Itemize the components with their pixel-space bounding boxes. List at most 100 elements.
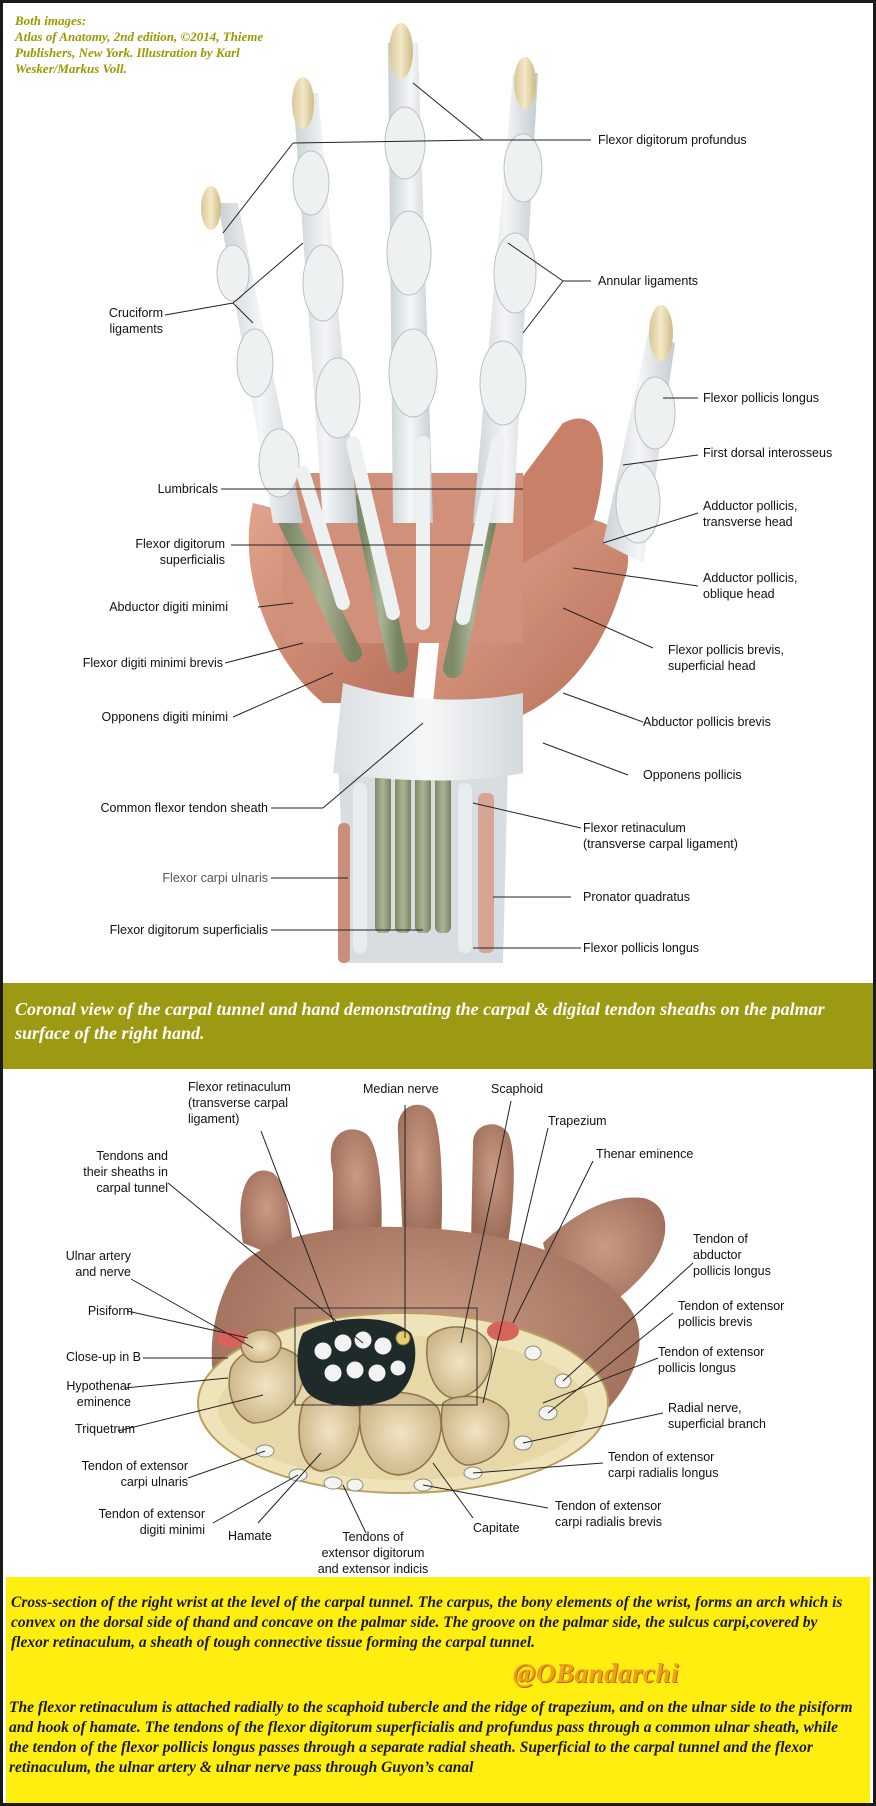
label-thenar-eminence: Thenar eminence [596, 1147, 694, 1161]
label-tendon-ext-carpi-radialis-longus: Tendon of extensor carpi radialis longus [608, 1449, 718, 1481]
label-line: superficialis [159, 553, 225, 567]
caption-band [3, 983, 873, 1069]
label-scaphoid: Scaphoid [491, 1082, 544, 1096]
label-line: Hypothenar [66, 1379, 131, 1393]
label-flexor-carpi-ulnaris: Flexor carpi ulnaris [162, 871, 268, 885]
median-nerve-dot [395, 1330, 411, 1346]
label-line: ligaments [109, 322, 164, 336]
label-trapezium: Trapezium [548, 1114, 607, 1128]
credit-line: Both images: [15, 13, 87, 28]
label-tendon-ext-pollicis-longus: Tendon of extensor pollicis longus [658, 1344, 764, 1376]
label-line: abductor [693, 1248, 742, 1262]
label-opponens-digiti-minimi: Opponens digiti minimi [101, 710, 228, 724]
leader-lines-bottom [117, 1100, 694, 1534]
label-line: digiti minimi [139, 1523, 205, 1537]
label-line: their sheaths in [83, 1165, 168, 1179]
label-line: (transverse carpal ligament) [583, 837, 738, 851]
label-line: carpal tunnel [96, 1181, 168, 1195]
label-pisiform: Pisiform [87, 1304, 133, 1318]
label-line: carpi ulnaris [120, 1475, 188, 1489]
label-line: Tendons of [342, 1530, 404, 1544]
label-line: ligament) [188, 1112, 240, 1126]
label-tendon-ext-digiti-minimi: Tendon of extensor digiti minimi [43, 1506, 205, 1538]
carpal-bones [228, 1326, 510, 1476]
watermark: @OBandarchi [513, 1658, 679, 1688]
label-annular-ligaments: Annular ligaments [598, 274, 699, 288]
wrist-section-outline [197, 1312, 609, 1494]
label-ulnar-artery-nerve: Ulnar artery and nerve [33, 1248, 131, 1280]
credit-line: Publishers, New York. Illustration by Ka… [15, 45, 240, 60]
label-hamate: Hamate [228, 1529, 272, 1543]
label-common-flexor-tendon-sheath: Common flexor tendon sheath [100, 801, 268, 815]
label-line: transverse head [703, 515, 793, 529]
label-line: Flexor retinaculum [583, 821, 686, 835]
label-tendon-abductor-pollicis-longus: Tendon of abductor pollicis longus [693, 1231, 771, 1279]
label-flexor-pollicis-longus-bottom: Flexor pollicis longus [583, 941, 700, 955]
label-flexor-retinaculum-top: Flexor retinaculum (transverse carpal li… [583, 820, 738, 852]
carpal-tunnel [297, 1318, 416, 1407]
thenar-muscle-dot [487, 1321, 519, 1341]
label-abductor-digiti-minimi: Abductor digiti minimi [109, 600, 228, 614]
label-line: Flexor digitorum [135, 537, 225, 551]
label-line: Tendon of extensor [555, 1499, 662, 1513]
label-line: eminence [76, 1395, 131, 1409]
label-first-dorsal-interosseus: First dorsal interosseus [703, 446, 833, 460]
label-line: Radial nerve, [668, 1401, 742, 1415]
label-tendon-ext-carpi-radialis-brevis: Tendon of extensor carpi radialis brevis [555, 1498, 662, 1530]
label-abductor-pollicis-brevis: Abductor pollicis brevis [643, 715, 771, 729]
description-box [6, 1577, 870, 1803]
label-hypothenar-eminence: Hypothenar eminence [23, 1378, 131, 1410]
little-finger [201, 186, 303, 523]
label-line: and nerve [75, 1265, 131, 1279]
palmar-hand-illustration [164, 23, 699, 963]
description-paragraph-1: Cross-section of the right wrist at the … [11, 1594, 843, 1651]
label-line: Tendon of extensor [98, 1507, 205, 1521]
label-line: Tendon of extensor [658, 1345, 765, 1359]
label-line: carpi radialis longus [608, 1466, 719, 1480]
label-opponens-pollicis: Opponens pollicis [643, 768, 742, 782]
label-line: (transverse carpal [188, 1096, 289, 1110]
label-line: Tendon of extensor [81, 1459, 188, 1473]
label-tendon-ext-carpi-ulnaris: Tendon of extensor carpi ulnaris [23, 1458, 188, 1490]
forearm-tendons [338, 773, 494, 963]
label-median-nerve: Median nerve [363, 1082, 439, 1096]
label-line: extensor digitorum [321, 1546, 425, 1560]
label-line: pollicis longus [658, 1361, 736, 1375]
tunnel-tendons [313, 1330, 407, 1383]
label-line: Adductor pollicis, [703, 499, 798, 513]
credit-line: Atlas of Anatomy, 2nd edition, ©2014, Th… [15, 29, 264, 44]
wrist-section-inner [218, 1336, 588, 1480]
label-cruciform-ligaments: Cruciform ligaments [103, 305, 163, 337]
label-tendons-ext-digitorum-indicis: Tendons of extensor digitorum and extens… [303, 1529, 443, 1577]
label-tendons-and-sheaths: Tendons and their sheaths in carpal tunn… [43, 1148, 168, 1196]
caption-band-text: Coronal view of the carpal tunnel and ha… [15, 999, 825, 1043]
label-pronator-quadratus: Pronator quadratus [583, 890, 691, 904]
label-capitate: Capitate [473, 1521, 520, 1535]
label-line: pollicis longus [693, 1264, 771, 1278]
description-paragraph-2: The flexor retinaculum is attached radia… [9, 1699, 853, 1776]
label-flexor-pollicis-longus-top: Flexor pollicis longus [703, 391, 820, 405]
label-line: superficial head [668, 659, 756, 673]
label-flexor-pollicis-brevis: Flexor pollicis brevis, superficial head [668, 642, 784, 674]
label-flexor-digitorum-superficialis-bottom: Flexor digitorum superficialis [109, 923, 268, 937]
hypothenar-muscle-dot [217, 1330, 245, 1348]
label-line: Cruciform [108, 306, 163, 320]
label-line: Flexor pollicis brevis, [668, 643, 785, 657]
label-tendon-ext-pollicis-brevis: Tendon of extensor pollicis brevis [678, 1298, 784, 1330]
index-finger [473, 57, 543, 523]
finger-flexor-tendons [296, 436, 505, 630]
thumb [603, 305, 676, 563]
label-line: Tendon of [693, 1232, 748, 1246]
label-line: carpi radialis brevis [555, 1515, 662, 1529]
label-line: Adductor pollicis, [703, 571, 798, 585]
extensor-tendons [255, 1345, 572, 1492]
label-line: pollicis brevis [678, 1315, 753, 1329]
label-line: Tendons and [96, 1149, 168, 1163]
adductor-pollicis [503, 418, 603, 563]
image-credit: Both images: Atlas of Anatomy, 2nd editi… [15, 13, 345, 77]
leader-lines-top [164, 82, 699, 949]
label-line: Tendon of extensor [678, 1299, 785, 1313]
label-flexor-retinaculum-bottom: Flexor retinaculum (transverse carpal li… [188, 1079, 291, 1127]
hand-fingers [240, 1104, 666, 1323]
